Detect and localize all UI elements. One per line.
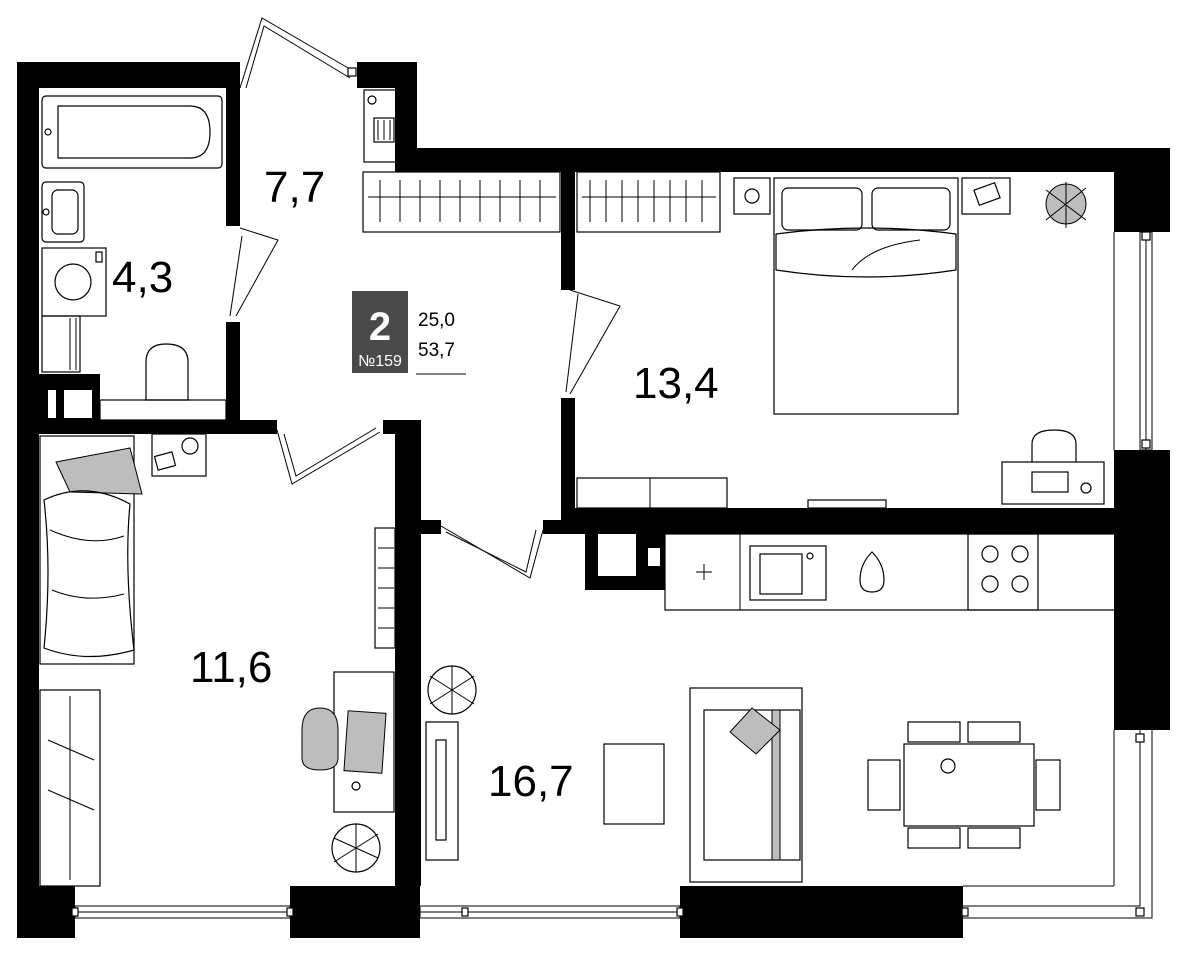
doors bbox=[229, 17, 621, 579]
walls bbox=[17, 62, 1170, 938]
plant-icon bbox=[427, 665, 477, 715]
room-area-children-room: 11,6 bbox=[190, 643, 272, 692]
living-area: 25,0 bbox=[418, 310, 455, 331]
rooms-count: 2 bbox=[369, 305, 391, 349]
bedroom-fixtures bbox=[576, 171, 1105, 509]
room-area-hallway: 7,7 bbox=[264, 163, 325, 212]
plant-icon bbox=[1045, 182, 1087, 228]
apartment-number: №159 bbox=[358, 353, 402, 370]
plant-icon bbox=[331, 823, 381, 873]
room-area-bedroom: 13,4 bbox=[633, 359, 719, 408]
windows bbox=[71, 231, 1153, 919]
total-area: 53,7 bbox=[418, 340, 455, 361]
hallway-fixtures bbox=[362, 89, 561, 233]
apartment-info: 2 №159 25,0 53,7 bbox=[352, 291, 466, 375]
room-area-living-kitchen: 16,7 bbox=[488, 757, 574, 806]
apartment-badge bbox=[352, 291, 408, 373]
living-room-fixtures bbox=[425, 665, 1061, 883]
room-area-bathroom: 4,3 bbox=[112, 253, 173, 302]
kitchen-fixtures bbox=[664, 533, 1116, 611]
bathroom-fixtures bbox=[41, 95, 227, 421]
children-room-fixtures bbox=[39, 433, 396, 887]
